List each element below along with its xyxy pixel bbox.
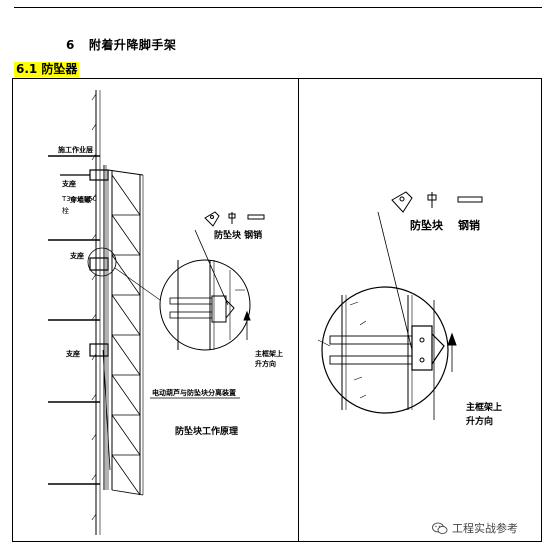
label-up-direction-right: 升方向 xyxy=(466,417,494,427)
parts-right xyxy=(391,191,483,213)
scaffold-frame xyxy=(102,165,144,496)
up-arrow-right xyxy=(447,332,457,372)
chapter-title: 附着升降脚手架 xyxy=(88,38,177,52)
detail-callout-circle xyxy=(87,247,117,277)
section-title: 6.1 防坠器 xyxy=(14,62,80,77)
label-main-frame-up-right: 主框架上 xyxy=(466,403,503,413)
figure-frame xyxy=(12,78,542,542)
anti-fall-parts-left xyxy=(204,211,265,227)
label-principle-caption: 防坠块工作原理 xyxy=(175,427,239,437)
wechat-icon xyxy=(432,522,448,534)
label-work-floor: 施工作业层 xyxy=(58,146,93,154)
wall-supports xyxy=(60,169,109,357)
chapter-heading: 6 附着升降脚手架 xyxy=(66,36,176,53)
label-steel-pin: 钢销 xyxy=(458,219,480,232)
label-device-caption: 电动葫芦与防坠块分离装置 xyxy=(152,389,236,397)
figure-divider xyxy=(298,78,299,542)
top-rule xyxy=(14,7,542,8)
label-bolt-spec: T34 x 550 xyxy=(62,195,98,203)
label-anti-fall-block: 防坠块 xyxy=(410,219,443,232)
magnified-detail-left xyxy=(159,229,251,351)
label-block-pin: 防坠块 钢销 xyxy=(214,231,263,241)
watermark: 工程实战参考 xyxy=(432,520,518,536)
watermark-text: 工程实战参考 xyxy=(452,522,518,535)
label-up-direction-left: 升方向 xyxy=(255,360,276,368)
chapter-number: 6 xyxy=(66,38,75,52)
label-bolt-suffix: 栓 xyxy=(62,207,69,215)
up-arrow-left xyxy=(243,310,251,340)
label-support-low: 支座 xyxy=(66,350,80,358)
building-wall xyxy=(91,90,101,535)
label-main-frame-up-left: 主框架上 xyxy=(255,350,283,358)
label-support-top: 支座 xyxy=(62,180,76,188)
floor-slabs xyxy=(48,155,100,485)
magnified-detail-right xyxy=(317,286,449,420)
label-wall-bracket: 穿墙螺 xyxy=(70,196,91,204)
label-support-mid: 支座 xyxy=(70,252,84,260)
